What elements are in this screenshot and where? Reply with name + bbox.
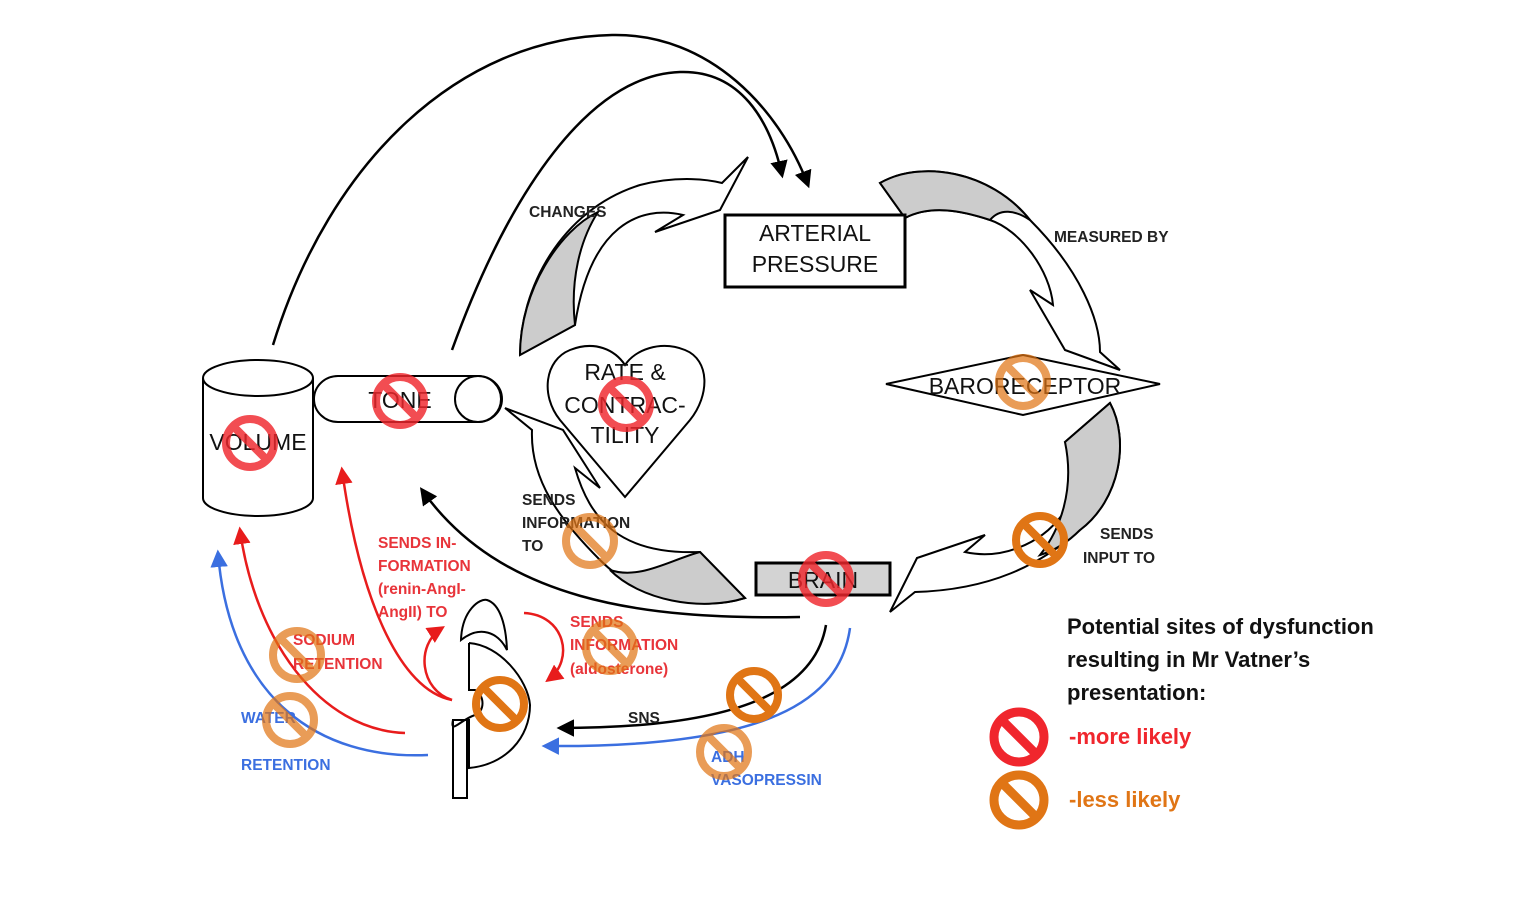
sends-information-block-arrow-shade (609, 550, 747, 605)
measured-by-block-arrow-shade (878, 170, 1031, 222)
brain-to-tone-arrow (419, 487, 801, 619)
arterial-pressure-label-line1: ARTERIAL (759, 220, 871, 246)
renin-to-tone-arrow (335, 466, 453, 702)
no-entry-icon-more-likely (989, 707, 1049, 767)
arterial-pressure-node: ARTERIAL PRESSURE (723, 213, 907, 289)
aldosterone-loop-arrow (523, 611, 565, 683)
legend-more-likely: -more likely (987, 705, 1191, 769)
legend-title-line1: Potential sites of dysfunction (1067, 614, 1374, 639)
water-retention-arrow (210, 549, 429, 757)
sends-input-label-line1: SENDS (1100, 526, 1153, 543)
renin-loop-arrow (423, 626, 453, 702)
aldosterone-label-line2: INFORMATION (570, 637, 678, 654)
sends-information-label-line3: TO (522, 538, 543, 555)
sends-input-block-arrow-shade (1037, 401, 1121, 557)
sodium-retention-arrow (233, 526, 406, 735)
tone-node: TONE (313, 375, 503, 423)
legend-less-likely-label: -less likely (1069, 787, 1181, 812)
sns-label: SNS (628, 710, 660, 727)
renin-label-line2: FORMATION (378, 558, 471, 575)
changes-block-arrow (518, 156, 749, 357)
renin-label-line1: SENDS IN- (378, 535, 456, 552)
arterial-pressure-label-line2: PRESSURE (752, 251, 879, 277)
volume-node: VOLUME (202, 359, 314, 517)
adh-label-line2: VASOPRESSIN (711, 772, 822, 789)
adh-arrow (541, 627, 852, 755)
renin-label-line4: AngII) TO (378, 604, 447, 621)
legend-more-likely-label: -more likely (1069, 724, 1192, 749)
legend-less-likely: -less likely (987, 768, 1180, 832)
sends-input-label-line2: INPUT TO (1083, 550, 1155, 567)
legend: Potential sites of dysfunction resulting… (989, 610, 1487, 830)
no-entry-icon-less-likely (989, 770, 1049, 830)
changes-label: CHANGES (529, 204, 607, 221)
tone-to-pressure-arrow (450, 70, 788, 351)
measured-by-label: MEASURED BY (1054, 229, 1169, 246)
sends-information-label-line1: SENDS (522, 492, 575, 509)
water-retention-label-line2: RETENTION (241, 757, 331, 774)
legend-title: Potential sites of dysfunction resulting… (1067, 610, 1487, 709)
legend-title-line3: presentation: (1067, 680, 1207, 705)
volume-to-pressure-arrow (271, 33, 812, 346)
changes-block-arrow-shade (518, 209, 601, 357)
legend-title-line2: resulting in Mr Vatner’s (1067, 647, 1311, 672)
renin-label-line3: (renin-AngI- (378, 581, 466, 598)
